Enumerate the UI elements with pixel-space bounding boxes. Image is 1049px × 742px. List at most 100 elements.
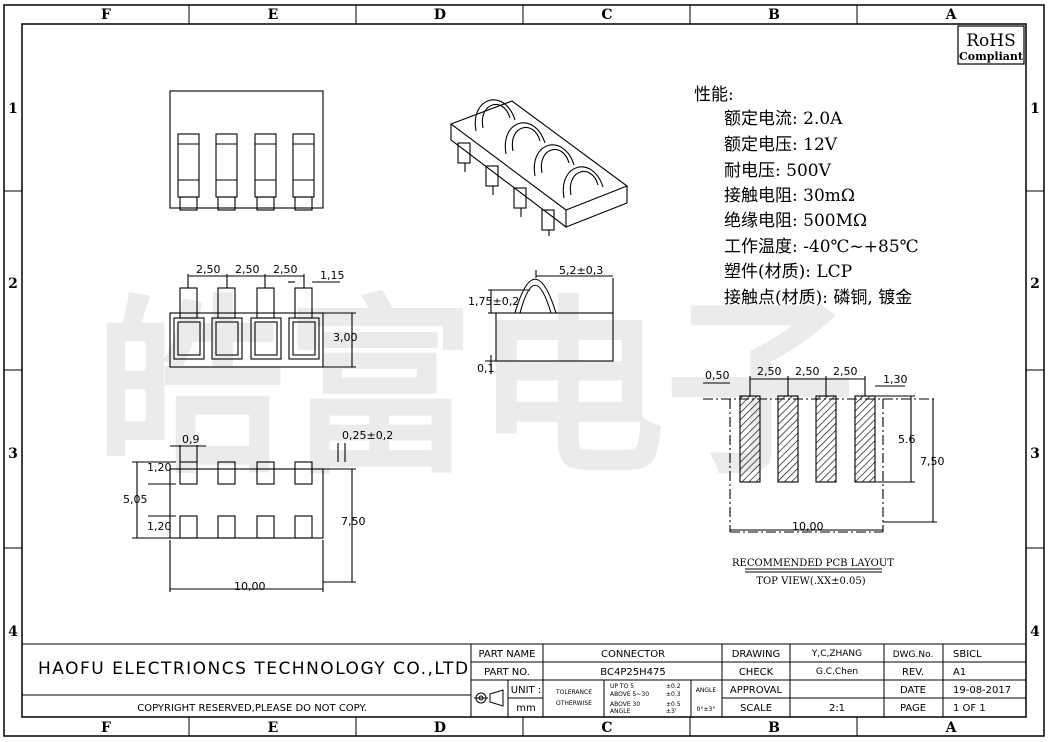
row-label: 4: [1030, 624, 1040, 640]
dim-label: 2,50: [795, 365, 820, 378]
date-label: DATE: [900, 685, 926, 696]
approval-label: APPROVAL: [730, 685, 783, 696]
part-no-label: PART NO.: [484, 667, 530, 678]
dim-label: 0,9: [182, 433, 200, 446]
dim-label: 1,20: [147, 520, 172, 533]
company-name: HAOFU ELECTRIONCS TECHNOLOGY CO.,LTD: [38, 659, 470, 679]
spec-line: 工作温度: -40℃~+85℃: [724, 237, 919, 257]
pcb-layout: [703, 376, 937, 533]
spec-line: 塑件(材质): LCP: [724, 262, 852, 282]
col-label: C: [601, 720, 612, 736]
rev-label: REV.: [902, 667, 924, 678]
spec-line: 耐电压: 500V: [724, 161, 832, 181]
tol-row: ±0.2: [666, 683, 681, 690]
angle-label: ANGLE: [696, 687, 717, 694]
col-label: D: [434, 7, 446, 23]
unit-label: UNIT :: [511, 685, 541, 696]
spec-line: 绝缘电阻: 500MΩ: [724, 211, 867, 231]
dim-label: 5.6: [898, 433, 916, 446]
date-value: 19-08-2017: [953, 685, 1011, 696]
spec-line: 额定电流: 2.0A: [724, 109, 843, 129]
angle-value: 0°±3°: [697, 706, 716, 713]
col-label: B: [768, 720, 780, 736]
part-name-label: PART NAME: [478, 649, 535, 660]
projection-symbol: [474, 689, 504, 707]
tolerance-label: TOLERANCE: [555, 689, 592, 696]
rev-value: A1: [953, 667, 966, 678]
dim-label: 5,05: [123, 493, 148, 506]
spec-line: 额定电压: 12V: [724, 135, 838, 155]
dim-label: 7,50: [920, 455, 945, 468]
col-label: D: [434, 720, 446, 736]
copyright-text: COPYRIGHT RESERVED,PLEASE DO NOT COPY.: [137, 703, 367, 714]
dim-label: 2,50: [757, 365, 782, 378]
side-view: [485, 270, 614, 374]
dim-label: 0,1: [477, 362, 495, 375]
dim-label: 10,00: [234, 580, 266, 593]
dim-label: 1,20: [147, 461, 172, 474]
tol-row: ABOVE 30: [610, 701, 640, 708]
tol-row: ±0.3: [666, 691, 681, 698]
compliant-text: Compliant: [959, 50, 1024, 63]
dim-label: 7,50: [341, 515, 366, 528]
top-view: [169, 274, 356, 368]
pcb-subtitle: TOP VIEW(.XX±0.05): [756, 576, 865, 587]
dim-label: 2,50: [196, 263, 221, 276]
col-label: C: [601, 7, 612, 23]
rohs-text: RoHS: [966, 31, 1016, 51]
spec-heading: 性能:: [694, 85, 734, 105]
dim-label: 2,50: [833, 365, 858, 378]
dim-label: 3,00: [333, 331, 358, 344]
dim-label: 0,25±0,2: [342, 429, 393, 442]
dim-label: 1,30: [883, 373, 908, 386]
dim-label: 10,00: [792, 520, 824, 533]
dwg-value: SBICL: [953, 649, 982, 660]
row-label: 2: [1030, 276, 1040, 292]
spec-list: 性能: 额定电流: 2.0A 额定电压: 12V 耐电压: 500V 接触电阻:…: [694, 85, 919, 308]
dim-label: 0,50: [705, 369, 730, 382]
row-label: 1: [1030, 101, 1040, 117]
dwg-label: DWG.No.: [893, 650, 934, 660]
unit-value: mm: [516, 703, 535, 714]
scale-label: SCALE: [740, 703, 772, 714]
row-label: 3: [1030, 446, 1040, 462]
isometric-view: [449, 99, 629, 236]
col-label: F: [101, 7, 111, 23]
pcb-caption: RECOMMENDED PCB LAYOUT TOP VIEW(.XX±0.05…: [732, 558, 894, 587]
watermark: 皓富电子: [95, 279, 855, 500]
tol-row: UP TO 5: [610, 683, 634, 690]
otherwise-label: OTHERWISE: [556, 700, 592, 707]
check-value: G.C.Chen: [816, 667, 858, 677]
tol-row: ABOVE 5~30: [610, 691, 649, 698]
row-label: 2: [8, 276, 18, 292]
dim-label: 1,15: [320, 269, 345, 282]
col-label: E: [268, 7, 279, 23]
part-no: BC4P25H475: [600, 667, 665, 678]
dim-label: 2,50: [235, 263, 260, 276]
page-label: PAGE: [900, 703, 926, 714]
part-name: CONNECTOR: [601, 649, 665, 660]
drawing-label: DRAWING: [732, 649, 781, 660]
sheet-border: [3, 4, 1045, 737]
tol-row: ±0.5: [666, 701, 681, 708]
front-view: [169, 90, 324, 211]
col-label: A: [945, 720, 958, 736]
row-label: 1: [8, 101, 18, 117]
scale-value: 2:1: [829, 703, 845, 714]
tol-row: ANGLE: [610, 708, 631, 715]
col-label: B: [768, 7, 780, 23]
page-value: 1 OF 1: [953, 703, 986, 714]
col-label: E: [268, 720, 279, 736]
check-label: CHECK: [739, 667, 774, 678]
dim-label: 1,75±0,2: [468, 295, 519, 308]
title-block: [22, 643, 1026, 717]
drawing-value: Y,C,ZHANG: [811, 649, 862, 659]
dim-label: 5,2±0,3: [559, 264, 603, 277]
row-label: 3: [8, 446, 18, 462]
bottom-view: [132, 443, 356, 592]
spec-line: 接触电阻: 30mΩ: [724, 186, 855, 206]
col-label: A: [945, 7, 958, 23]
dim-label: 2,50: [273, 263, 298, 276]
row-label: 4: [8, 624, 18, 640]
